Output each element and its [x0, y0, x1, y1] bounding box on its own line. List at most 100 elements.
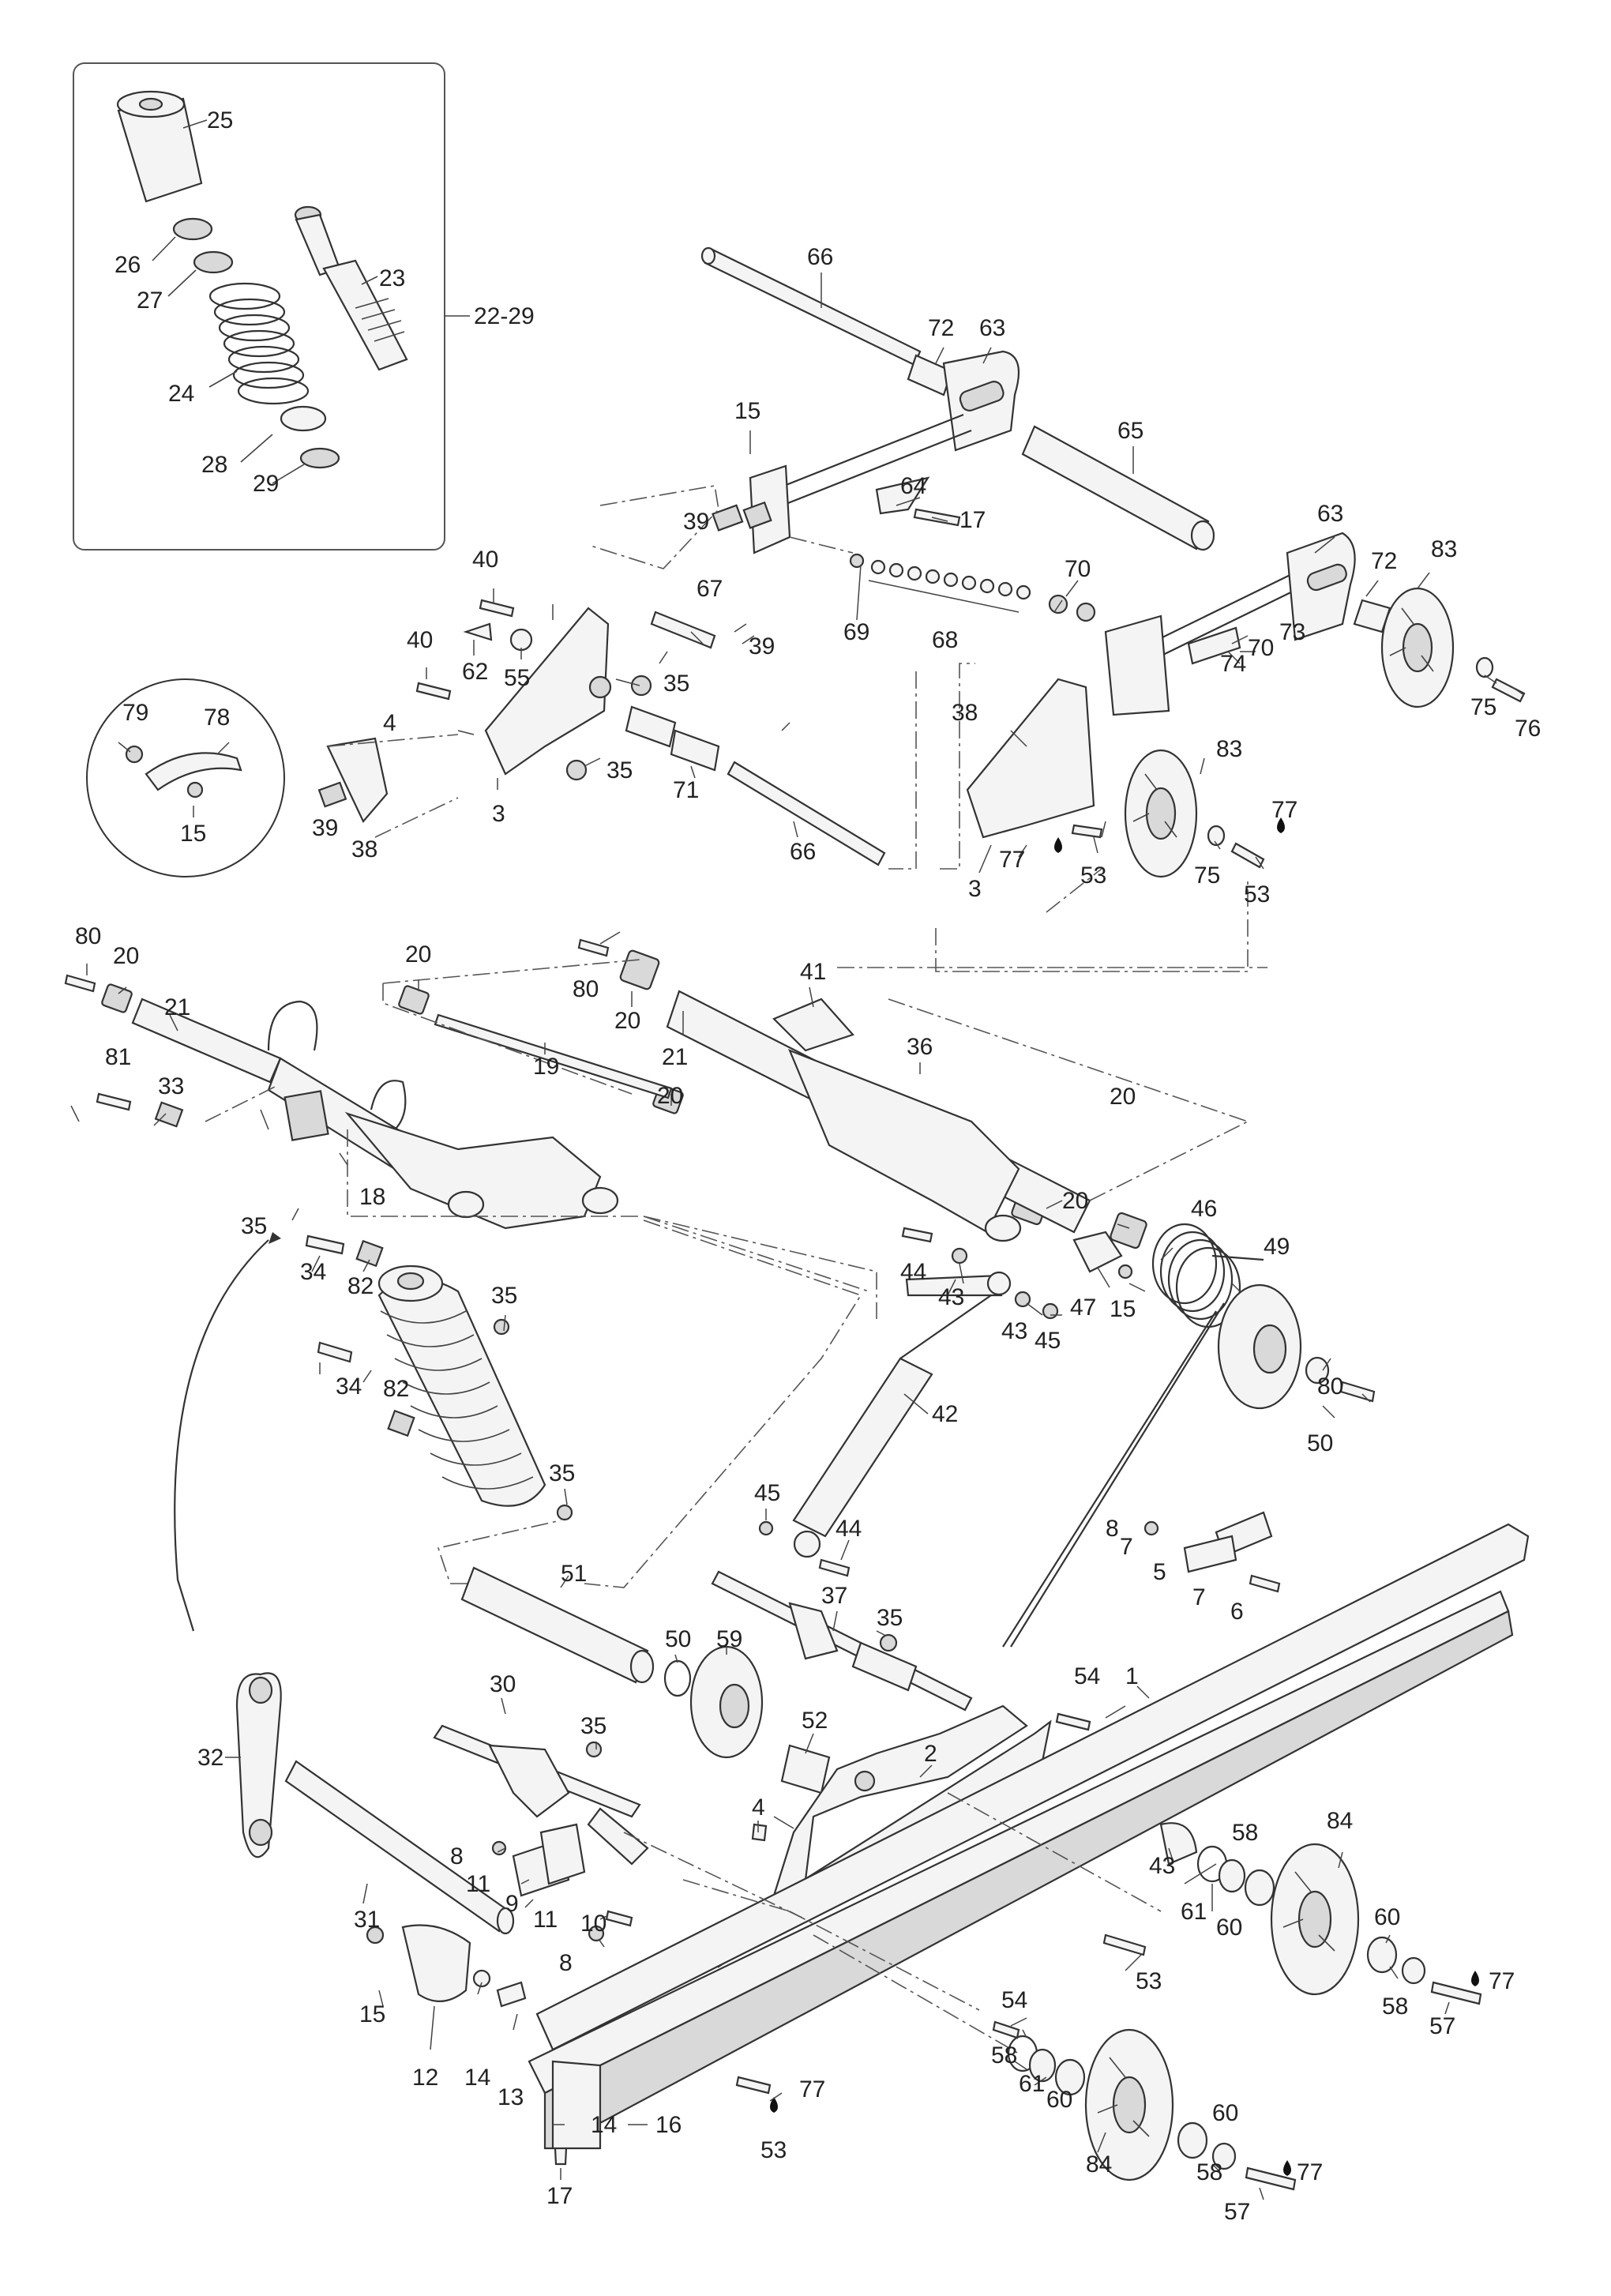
- part-label: 57: [1429, 2013, 1455, 2039]
- drop-icon: [1277, 817, 1285, 833]
- shock-absorber: [294, 205, 408, 371]
- part-label: 45: [1035, 1328, 1061, 1354]
- part-label: 35: [241, 1213, 267, 1239]
- part-label: 22-29: [474, 303, 535, 329]
- left-bracket: [484, 607, 610, 776]
- part-label: 75: [1194, 862, 1220, 889]
- part-label: 79: [122, 700, 148, 726]
- part-label: 2: [924, 1741, 937, 1767]
- part-label: 8: [1106, 1516, 1119, 1542]
- part-label: 4: [383, 710, 396, 736]
- part-label: 44: [900, 1259, 926, 1285]
- part-label: 11: [466, 1871, 490, 1897]
- part-label: 15: [734, 398, 760, 424]
- rail-bracket: [772, 1704, 1028, 1898]
- part-label: 44: [836, 1516, 862, 1542]
- part-label: 35: [663, 671, 689, 697]
- part-label: 46: [1191, 1196, 1217, 1222]
- part-label: 60: [1046, 2087, 1072, 2113]
- part-label: 8: [559, 1950, 573, 1976]
- cross-rod: [434, 1013, 673, 1099]
- part-label: 71: [673, 777, 699, 803]
- part-label: 1: [1125, 1663, 1139, 1689]
- spring-retainer-lower: [193, 250, 234, 274]
- part-label: 73: [1279, 619, 1305, 645]
- part-label: 61: [1019, 2071, 1045, 2097]
- part-label: 60: [1212, 2100, 1238, 2126]
- part-label: 37: [821, 1583, 847, 1609]
- part-label: 29: [253, 471, 279, 497]
- part-label: 40: [472, 547, 498, 573]
- part-label: 57: [1224, 2199, 1250, 2225]
- shock-inset-box: [73, 62, 470, 551]
- part-label: 49: [1264, 1234, 1290, 1260]
- part-label: 67: [697, 576, 723, 602]
- part-label: 59: [716, 1626, 742, 1652]
- part-label: 15: [180, 821, 206, 847]
- part-label: 64: [900, 473, 926, 499]
- rear-shock-absorber: [305, 1234, 573, 1521]
- part-label: 66: [790, 839, 816, 865]
- torsion-spring: [1002, 1223, 1264, 1648]
- part-label: 66: [807, 244, 833, 270]
- part-label: 82: [347, 1273, 374, 1299]
- part-label: 19: [533, 1054, 559, 1080]
- part-label: 20: [405, 941, 431, 968]
- part-label: 39: [312, 815, 338, 841]
- part-label: 15: [1110, 1296, 1136, 1322]
- part-labels: 25 26 27 23 22-29 24 28 29 79 78 15 66 7…: [75, 107, 1541, 2225]
- shock-boot: [116, 90, 203, 203]
- drop-icon: [1054, 837, 1062, 853]
- part-label: 18: [359, 1184, 385, 1210]
- part-label: 51: [561, 1561, 587, 1587]
- front-arm-assembly: [317, 246, 1526, 972]
- right-bracket: [966, 678, 1095, 839]
- part-label: 84: [1327, 1808, 1353, 1834]
- part-label: 16: [655, 2112, 682, 2138]
- part-label: 58: [991, 2042, 1017, 2069]
- part-label: 3: [968, 876, 982, 902]
- part-label: 53: [1136, 1968, 1162, 1994]
- part-label: 75: [1470, 694, 1496, 720]
- part-label: 45: [754, 1480, 780, 1506]
- part-label: 70: [1065, 556, 1091, 582]
- part-label: 52: [802, 1708, 828, 1734]
- part-label: 47: [1070, 1295, 1096, 1321]
- part-label: 80: [75, 923, 101, 949]
- washer-stack: [849, 553, 1096, 622]
- part-label: 21: [164, 994, 190, 1020]
- spring-seat: [280, 405, 327, 432]
- part-label: 77: [1271, 797, 1297, 823]
- part-label: 8: [450, 1843, 464, 1869]
- inset-leaders: [152, 119, 470, 484]
- part-label: 63: [1317, 501, 1343, 527]
- part-label: 58: [1232, 1820, 1258, 1846]
- spring-clip: [299, 447, 340, 469]
- part-label: 81: [105, 1044, 131, 1070]
- part-label: 10: [580, 1911, 606, 1937]
- part-label: 20: [113, 943, 139, 969]
- part-label: 53: [760, 2137, 787, 2163]
- part-label: 39: [749, 633, 775, 659]
- drop-icon: [770, 2097, 778, 2113]
- part-label: 13: [498, 2084, 524, 2110]
- part-label: 21: [662, 1044, 688, 1070]
- part-label: 72: [928, 315, 954, 341]
- rear-tube: [284, 1760, 511, 1933]
- cross-tube: [1021, 425, 1210, 551]
- part-label: 4: [752, 1794, 765, 1821]
- part-label: 35: [606, 757, 633, 783]
- part-label: 83: [1431, 536, 1457, 562]
- left-tube: [131, 998, 282, 1084]
- part-label: 14: [464, 2065, 490, 2091]
- part-label: 12: [412, 2065, 438, 2091]
- shock-bellows: [377, 1264, 546, 1507]
- lower-shaft: [727, 761, 886, 866]
- part-label: 62: [462, 659, 488, 685]
- part-label: 28: [201, 452, 227, 478]
- part-label: 76: [1515, 716, 1541, 742]
- leader-lines: [70, 272, 1525, 2200]
- part-label: 43: [1149, 1853, 1175, 1879]
- part-label: 38: [952, 700, 978, 726]
